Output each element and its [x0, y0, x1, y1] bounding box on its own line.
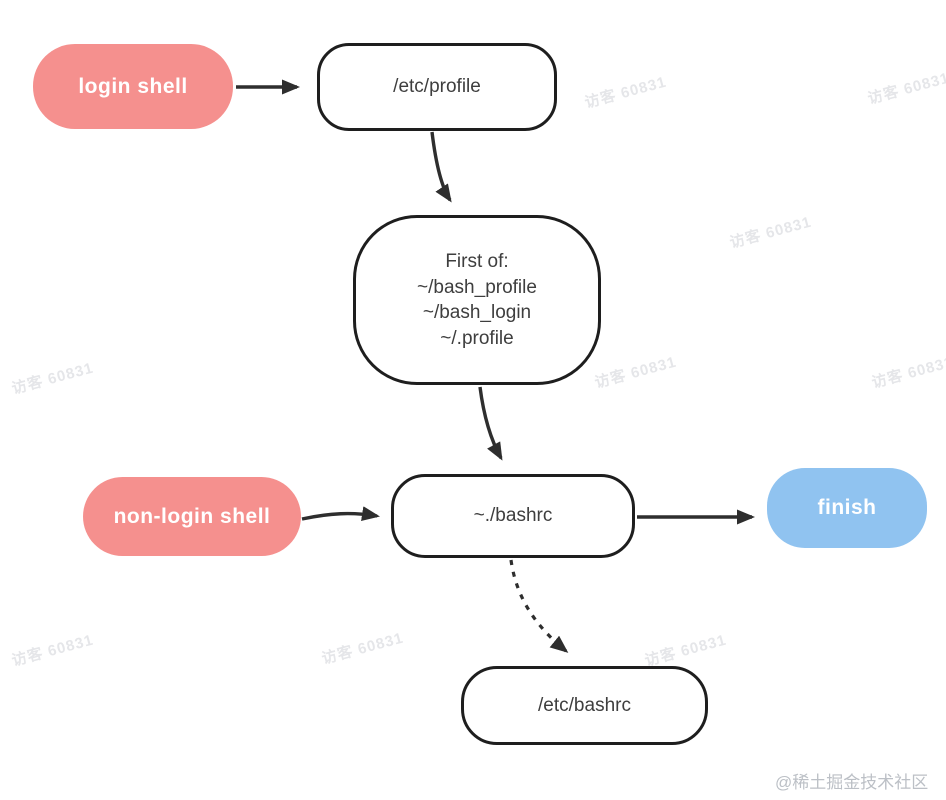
node-login-shell-label: login shell: [78, 74, 188, 98]
edge-non-login-shell-to-bashrc: [301, 506, 380, 522]
node-first-of-line: ~/bash_profile: [417, 276, 537, 298]
node-first-of-line: First of:: [445, 251, 509, 272]
node-etc-bashrc: /etc/bashrc: [461, 666, 708, 745]
edge-bashrc-to-etc-bashrc-dashed: [509, 559, 569, 653]
node-bashrc: ~./bashrc: [391, 474, 635, 558]
node-etc-profile: /etc/profile: [317, 43, 557, 131]
edge-first-of-to-bashrc: [478, 386, 503, 461]
node-non-login-shell: non-login shell: [83, 477, 301, 556]
edge-etc-profile-to-first-of: [430, 131, 452, 203]
node-etc-profile-label: /etc/profile: [393, 76, 481, 97]
node-etc-bashrc-label: /etc/bashrc: [538, 694, 631, 716]
node-finish: finish: [767, 468, 927, 548]
node-first-of: First of: ~/bash_profile ~/bash_login ~/…: [353, 215, 601, 385]
node-first-of-line: ~/bash_login: [422, 302, 532, 323]
node-login-shell: login shell: [33, 44, 233, 129]
node-bashrc-label: ~./bashrc: [473, 505, 553, 526]
node-non-login-shell-label: non-login shell: [113, 504, 271, 528]
node-finish-label: finish: [817, 496, 877, 519]
node-first-of-line: ~/.profile: [440, 327, 514, 349]
credit-watermark: @稀土掘金技术社区: [775, 773, 929, 792]
